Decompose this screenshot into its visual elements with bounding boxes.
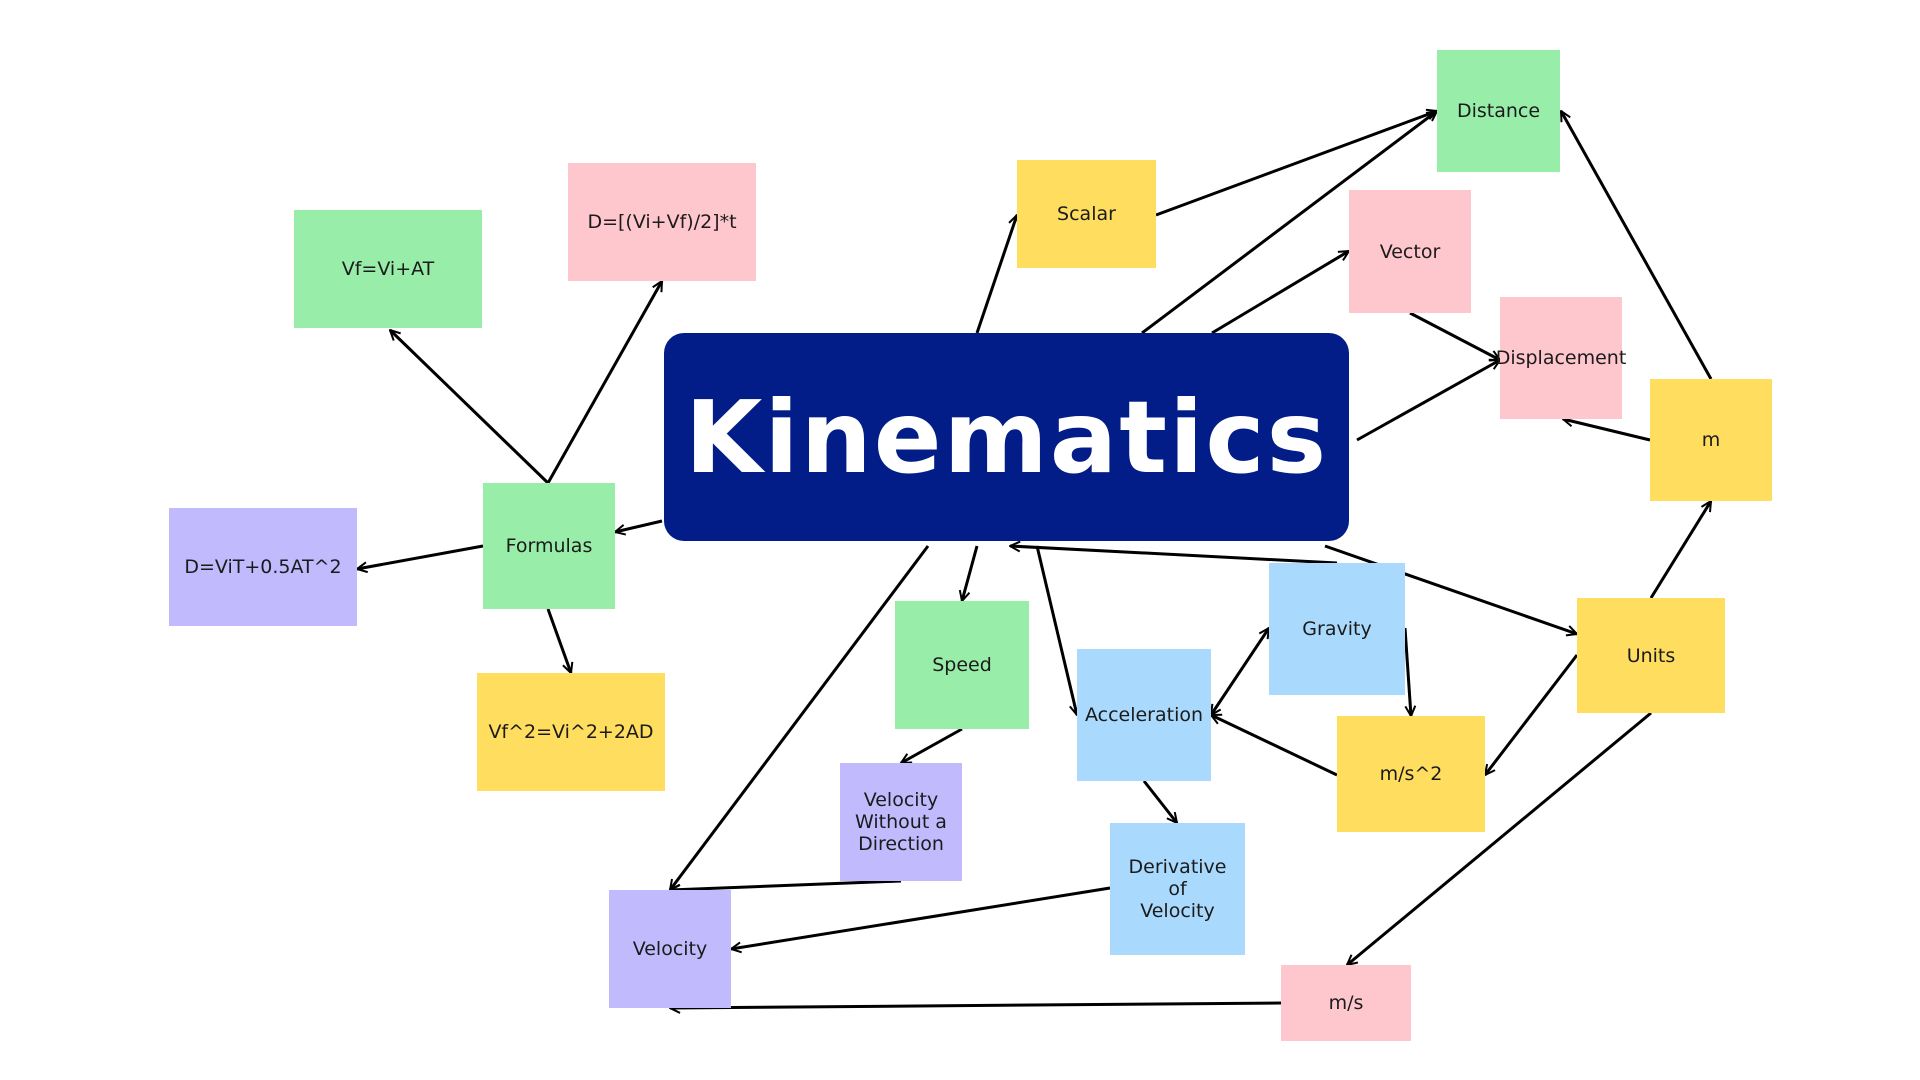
- scalar-note: Scalar: [1017, 160, 1156, 268]
- m-per-s-label: m/s: [1328, 992, 1364, 1014]
- central-topic-label: Kinematics: [684, 378, 1329, 496]
- formula-d-average-note: D=[(Vi+Vf)/2]*t: [568, 163, 756, 281]
- formulas-note: Formulas: [483, 483, 615, 609]
- speed-label: Speed: [932, 654, 992, 676]
- arrow-center-to-formulas: [615, 519, 663, 532]
- vector-note: Vector: [1349, 190, 1471, 313]
- derivative-of-velocity-label: Derivative of Velocity: [1128, 856, 1227, 922]
- formulas-label: Formulas: [505, 535, 593, 557]
- scalar-label: Scalar: [1057, 203, 1116, 225]
- formula-d-vit-note: D=ViT+0.5AT^2: [169, 508, 357, 626]
- arrow-center-to-vector: [1211, 249, 1349, 335]
- velocity-label: Velocity: [632, 938, 708, 960]
- formula-d-vit-label: D=ViT+0.5AT^2: [184, 556, 342, 578]
- m-per-s-squared-note: m/s^2: [1337, 716, 1485, 832]
- arrow-center-to-displacement: [1356, 358, 1500, 442]
- arrow-m-to-displacement: [1563, 419, 1651, 442]
- arrow-m-per-s-to-velocity: [670, 1001, 1282, 1008]
- arrow-speed-to-velocity-without-direction: [901, 727, 963, 765]
- displacement-note: Displacement: [1496, 297, 1626, 419]
- speed-note: Speed: [895, 601, 1029, 729]
- gravity-label: Gravity: [1302, 618, 1372, 640]
- arrow-vector-to-displacement: [1409, 311, 1500, 362]
- formula-vf-label: Vf=Vi+AT: [341, 258, 435, 280]
- gravity-note: Gravity: [1269, 563, 1405, 695]
- arrow-acceleration-gravity-link: [1209, 628, 1271, 715]
- units-label: Units: [1626, 644, 1676, 667]
- velocity-note: Velocity: [609, 890, 731, 1008]
- arrow-units-to-m: [1649, 501, 1713, 599]
- vector-label: Vector: [1379, 240, 1441, 263]
- formula-vf-note: Vf=Vi+AT: [294, 210, 482, 328]
- formula-vf-squared-label: Vf^2=Vi^2+2AD: [488, 721, 654, 743]
- acceleration-label: Acceleration: [1084, 704, 1204, 726]
- formula-vf-squared-note: Vf^2=Vi^2+2AD: [477, 673, 665, 791]
- velocity-without-direction-label: Velocity Without a Direction: [855, 789, 947, 855]
- arrow-center-to-speed: [962, 545, 979, 601]
- arrow-formulas-to-d-average: [546, 281, 664, 484]
- m-note: m: [1650, 379, 1772, 501]
- arrow-units-to-m-per-s-squared: [1485, 654, 1579, 775]
- arrow-m-per-s-squared-to-acceleration: [1211, 713, 1338, 777]
- arrow-gravity-to-center: [1010, 546, 1338, 565]
- m-per-s-squared-label: m/s^2: [1379, 763, 1443, 785]
- acceleration-note: Acceleration: [1077, 649, 1211, 781]
- arrow-gravity-to-m-per-s-squared: [1403, 627, 1411, 716]
- m-per-s-note: m/s: [1281, 965, 1411, 1041]
- arrow-formulas-to-vf: [390, 330, 550, 485]
- m-label: m: [1701, 429, 1721, 451]
- velocity-without-direction-note: Velocity Without a Direction: [840, 763, 962, 881]
- units-note: Units: [1577, 598, 1725, 713]
- arrow-velocity-without-direction-to-velocity: [670, 879, 902, 890]
- central-topic-kinematics: Kinematics: [664, 333, 1349, 541]
- displacement-label: Displacement: [1495, 347, 1627, 369]
- distance-label: Distance: [1456, 100, 1541, 122]
- arrow-center-to-acceleration: [1035, 545, 1077, 715]
- derivative-of-velocity-note: Derivative of Velocity: [1110, 823, 1245, 955]
- distance-note: Distance: [1437, 50, 1560, 172]
- arrow-acceleration-to-derivative: [1142, 780, 1177, 823]
- arrow-center-to-scalar: [975, 215, 1017, 334]
- arrow-derivative-to-velocity: [731, 886, 1111, 949]
- arrow-formulas-to-d-vit: [357, 544, 484, 569]
- arrow-formulas-to-vf-squared: [546, 608, 571, 673]
- formula-d-average-label: D=[(Vi+Vf)/2]*t: [587, 211, 737, 233]
